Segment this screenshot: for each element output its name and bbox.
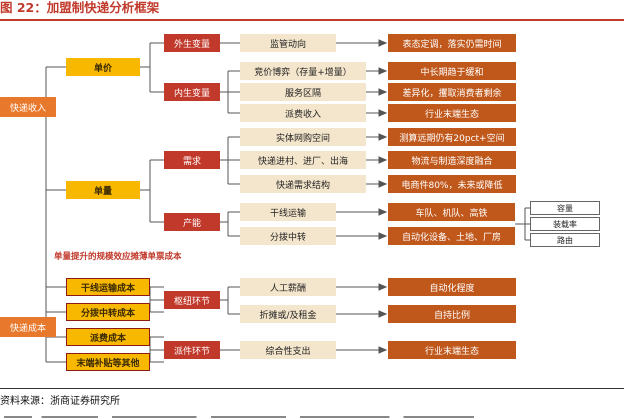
note-sorting: 自动化设备、土地、厂房 [388,227,515,245]
node-regulation: 监管动向 [240,34,336,52]
node-labor-salary: 人工薪酬 [240,278,336,296]
title-rule [0,19,624,21]
scale-effect-note: 单量提升的规模效应摊薄单票成本 [54,252,182,262]
leaf-route: 路由 [530,233,600,247]
node-depreciation: 折摊或/及租金 [240,305,336,323]
leaf-load-rate: 装载率 [530,217,600,231]
node-service-gap: 服务区隔 [240,83,366,101]
arrow-head [378,67,388,75]
node-dispatch-cost: 派费成本 [66,328,150,346]
figure-title: 图 22：加盟制快递分析框架 [0,0,160,15]
node-sorting-transit: 分拨中转 [240,227,336,245]
node-hub-link: 枢纽环节 [164,291,220,309]
note-trunk: 车队、机队、高铁 [388,203,515,221]
arrow-head [378,39,388,47]
node-line-transport-cost: 干线运输成本 [66,278,150,296]
node-capacity: 产能 [164,213,220,231]
node-competition: 竞价博弈（存量+增量） [240,62,366,80]
node-trunk-transport: 干线运输 [240,203,336,221]
arrow-head [378,208,388,216]
node-demand-structure: 快递需求结构 [240,175,366,193]
node-internal-var: 内生变量 [164,83,220,101]
node-overhead: 综合性支出 [240,341,336,359]
arrow-head [378,133,388,141]
note-structure: 电商件80%，未来或降低 [388,175,516,193]
root-revenue: 快递收入 [0,97,56,117]
note-regulation: 表态定调，落实仍需时间 [388,34,516,52]
note-rural: 物流与制造深度融合 [388,151,516,169]
node-external-var: 外生变量 [164,34,220,52]
root-cost: 快递成本 [0,317,56,337]
cut-off-text-line [4,411,474,420]
bottom-rule [0,388,624,389]
node-unit-price: 单价 [66,58,140,76]
note-overhead: 行业末端生态 [388,341,516,359]
arrow-head [378,88,388,96]
node-online-shopping: 实体网购空间 [240,128,366,146]
arrow-head [378,346,388,354]
source-text: 资料来源：浙商证券研究所 [0,396,120,407]
arrow-head [378,232,388,240]
leaf-capacity-load: 容量 [530,201,600,215]
arrow-head [378,109,388,117]
node-sorting-cost: 分拨中转成本 [66,303,150,321]
node-volume: 单量 [66,181,140,199]
note-service: 差异化，攫取消费者剩余 [388,83,516,101]
note-dispatch: 行业末端生态 [388,104,516,122]
note-competition: 中长期趋于缓和 [388,62,516,80]
arrow-head [378,283,388,291]
node-demand: 需求 [164,151,220,169]
note-online: 测算远期仍有20pct+空间 [388,128,516,146]
arrow-head [378,310,388,318]
node-dispatch-income: 派费收入 [240,104,366,122]
arrow-head [378,180,388,188]
arrow-head [378,156,388,164]
node-last-mile-other: 末端补贴等其他 [66,353,150,371]
node-rural-factory: 快递进村、进厂、出海 [240,151,366,169]
node-dispatch-link: 派件环节 [164,341,220,359]
note-labor: 自动化程度 [388,278,516,296]
note-depreciation: 自持比例 [388,305,516,323]
